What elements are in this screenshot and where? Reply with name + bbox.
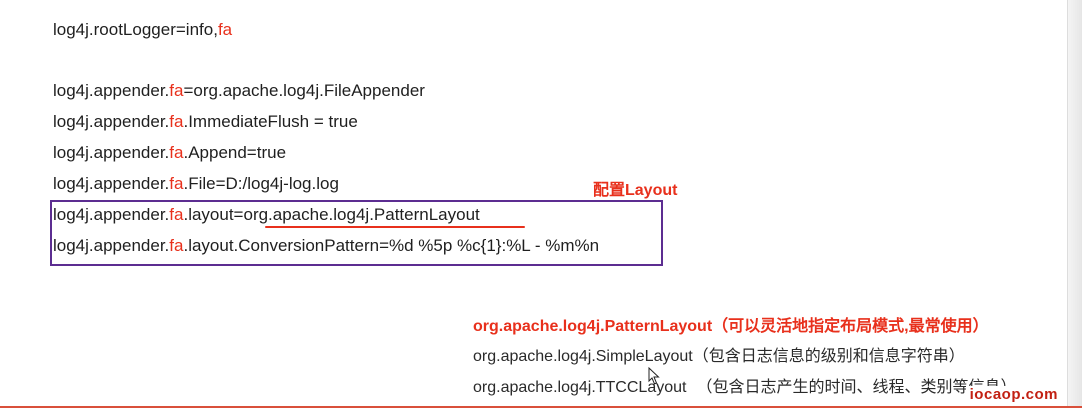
config-line-root-logger: log4j.rootLogger=info,fa [53,19,232,41]
config-line-text: log4j.appender. [53,81,170,100]
layout-option-desc: （包含日志信息的级别和信息字符串） [692,348,965,365]
appender-name: fa [169,81,184,100]
config-line-text: .ImmediateFlush = true [183,112,358,131]
appender-name: fa [169,143,184,162]
config-line-text: log4j.appender. [53,205,170,224]
layout-option-ttcc: org.apache.log4j.TTCCLayout （包含日志产生的时间、线程… [473,377,1016,399]
layout-option-name: org.apache.log4j.PatternLayout [473,318,713,335]
pattern-layout-underline [265,226,525,228]
config-line-text: log4j.appender. [53,143,170,162]
site-watermark: iocaop.com [965,386,1062,403]
scrollbar-edge[interactable] [1067,0,1082,406]
layout-option-pattern: org.apache.log4j.PatternLayout（可以灵活地指定布局… [473,316,989,338]
config-line-text: log4j.appender. [53,174,170,193]
bottom-divider [0,406,1082,408]
layout-option-simple: org.apache.log4j.SimpleLayout（包含日志信息的级别和… [473,346,965,368]
appender-name: fa [217,20,233,39]
config-line-text: log4j.appender. [53,112,170,131]
config-line-text: =org.apache.log4j.FileAppender [183,81,425,100]
appender-name: fa [169,205,184,224]
layout-option-desc: （包含日志产生的时间、线程、类别等信息） [696,379,1017,396]
config-line-immediate-flush: log4j.appender.fa.ImmediateFlush = true [53,111,358,133]
config-line-text: .layout.ConversionPattern=%d %5p %c{1}:%… [183,236,600,255]
config-line-append: log4j.appender.fa.Append=true [53,142,286,164]
config-line-appender-class: log4j.appender.fa=org.apache.log4j.FileA… [53,80,425,102]
appender-name: fa [169,236,184,255]
layout-annotation-label: 配置Layout [593,182,678,199]
layout-option-desc: （可以灵活地指定布局模式,最常使用） [712,318,989,335]
config-line-text: log4j.appender. [53,236,170,255]
config-line-layout: log4j.appender.fa.layout=org.apache.log4… [53,204,480,226]
layout-option-name: org.apache.log4j.SimpleLayout [473,348,693,365]
appender-name: fa [169,112,184,131]
config-line-text: .layout=org.apache.log4j.PatternLayout [183,205,480,224]
layout-highlight-box [50,200,663,266]
config-line-conversion-pattern: log4j.appender.fa.layout.ConversionPatte… [53,235,599,257]
config-line-text: .File=D:/log4j-log.log [183,174,339,193]
config-line-text: .Append=true [183,143,287,162]
config-line-file: log4j.appender.fa.File=D:/log4j-log.log [53,173,339,195]
appender-name: fa [169,174,184,193]
config-line-text: log4j.rootLogger=info, [53,20,218,39]
layout-option-name: org.apache.log4j.TTCCLayout [473,379,687,396]
mouse-cursor-icon [648,367,660,385]
